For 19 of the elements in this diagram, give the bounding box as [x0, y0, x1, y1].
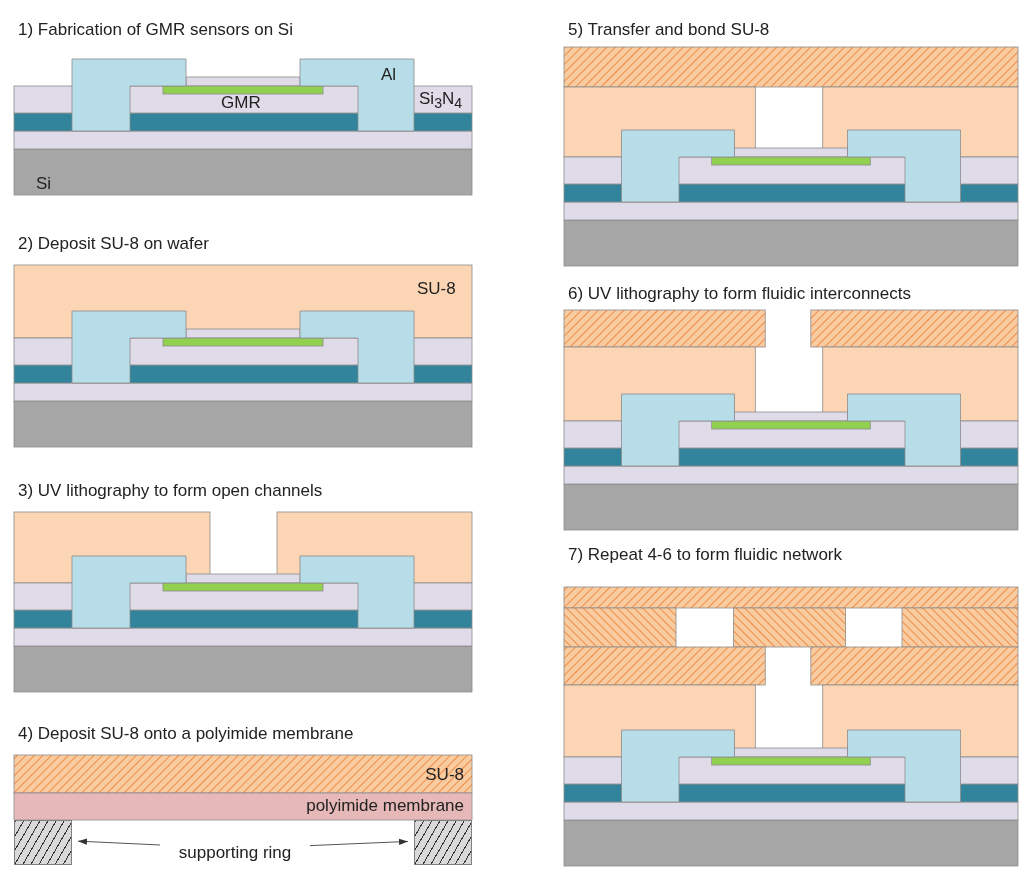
- step-title: 6) UV lithography to form fluidic interconnects: [568, 284, 911, 304]
- leader-arrow: [77, 838, 161, 846]
- layer-label: GMR: [221, 93, 261, 113]
- layer-label: Al: [381, 65, 397, 85]
- leader-arrow: [309, 838, 409, 847]
- layer-label: polyimide membrane: [306, 796, 464, 816]
- layer-label: SU-8: [417, 279, 456, 299]
- step-title: 5) Transfer and bond SU-8: [568, 20, 770, 40]
- step-title: 4) Deposit SU-8 onto a polyimide membrane: [18, 724, 354, 744]
- step-title: 2) Deposit SU-8 on wafer: [18, 234, 209, 254]
- support-ring-block: [414, 820, 472, 865]
- step-title: 1) Fabrication of GMR sensors on Si: [18, 20, 293, 40]
- layer-label: SU-8: [425, 765, 464, 785]
- step-title: 3) UV lithography to form open channels: [18, 481, 323, 501]
- support-ring-block: [14, 820, 72, 865]
- layer-label: Si$_{3}$N$_{4}$: [419, 89, 463, 114]
- step-title: 7) Repeat 4-6 to form fluidic network: [568, 545, 842, 565]
- part-label: supporting ring: [178, 843, 292, 863]
- layer-label: Si: [36, 174, 52, 194]
